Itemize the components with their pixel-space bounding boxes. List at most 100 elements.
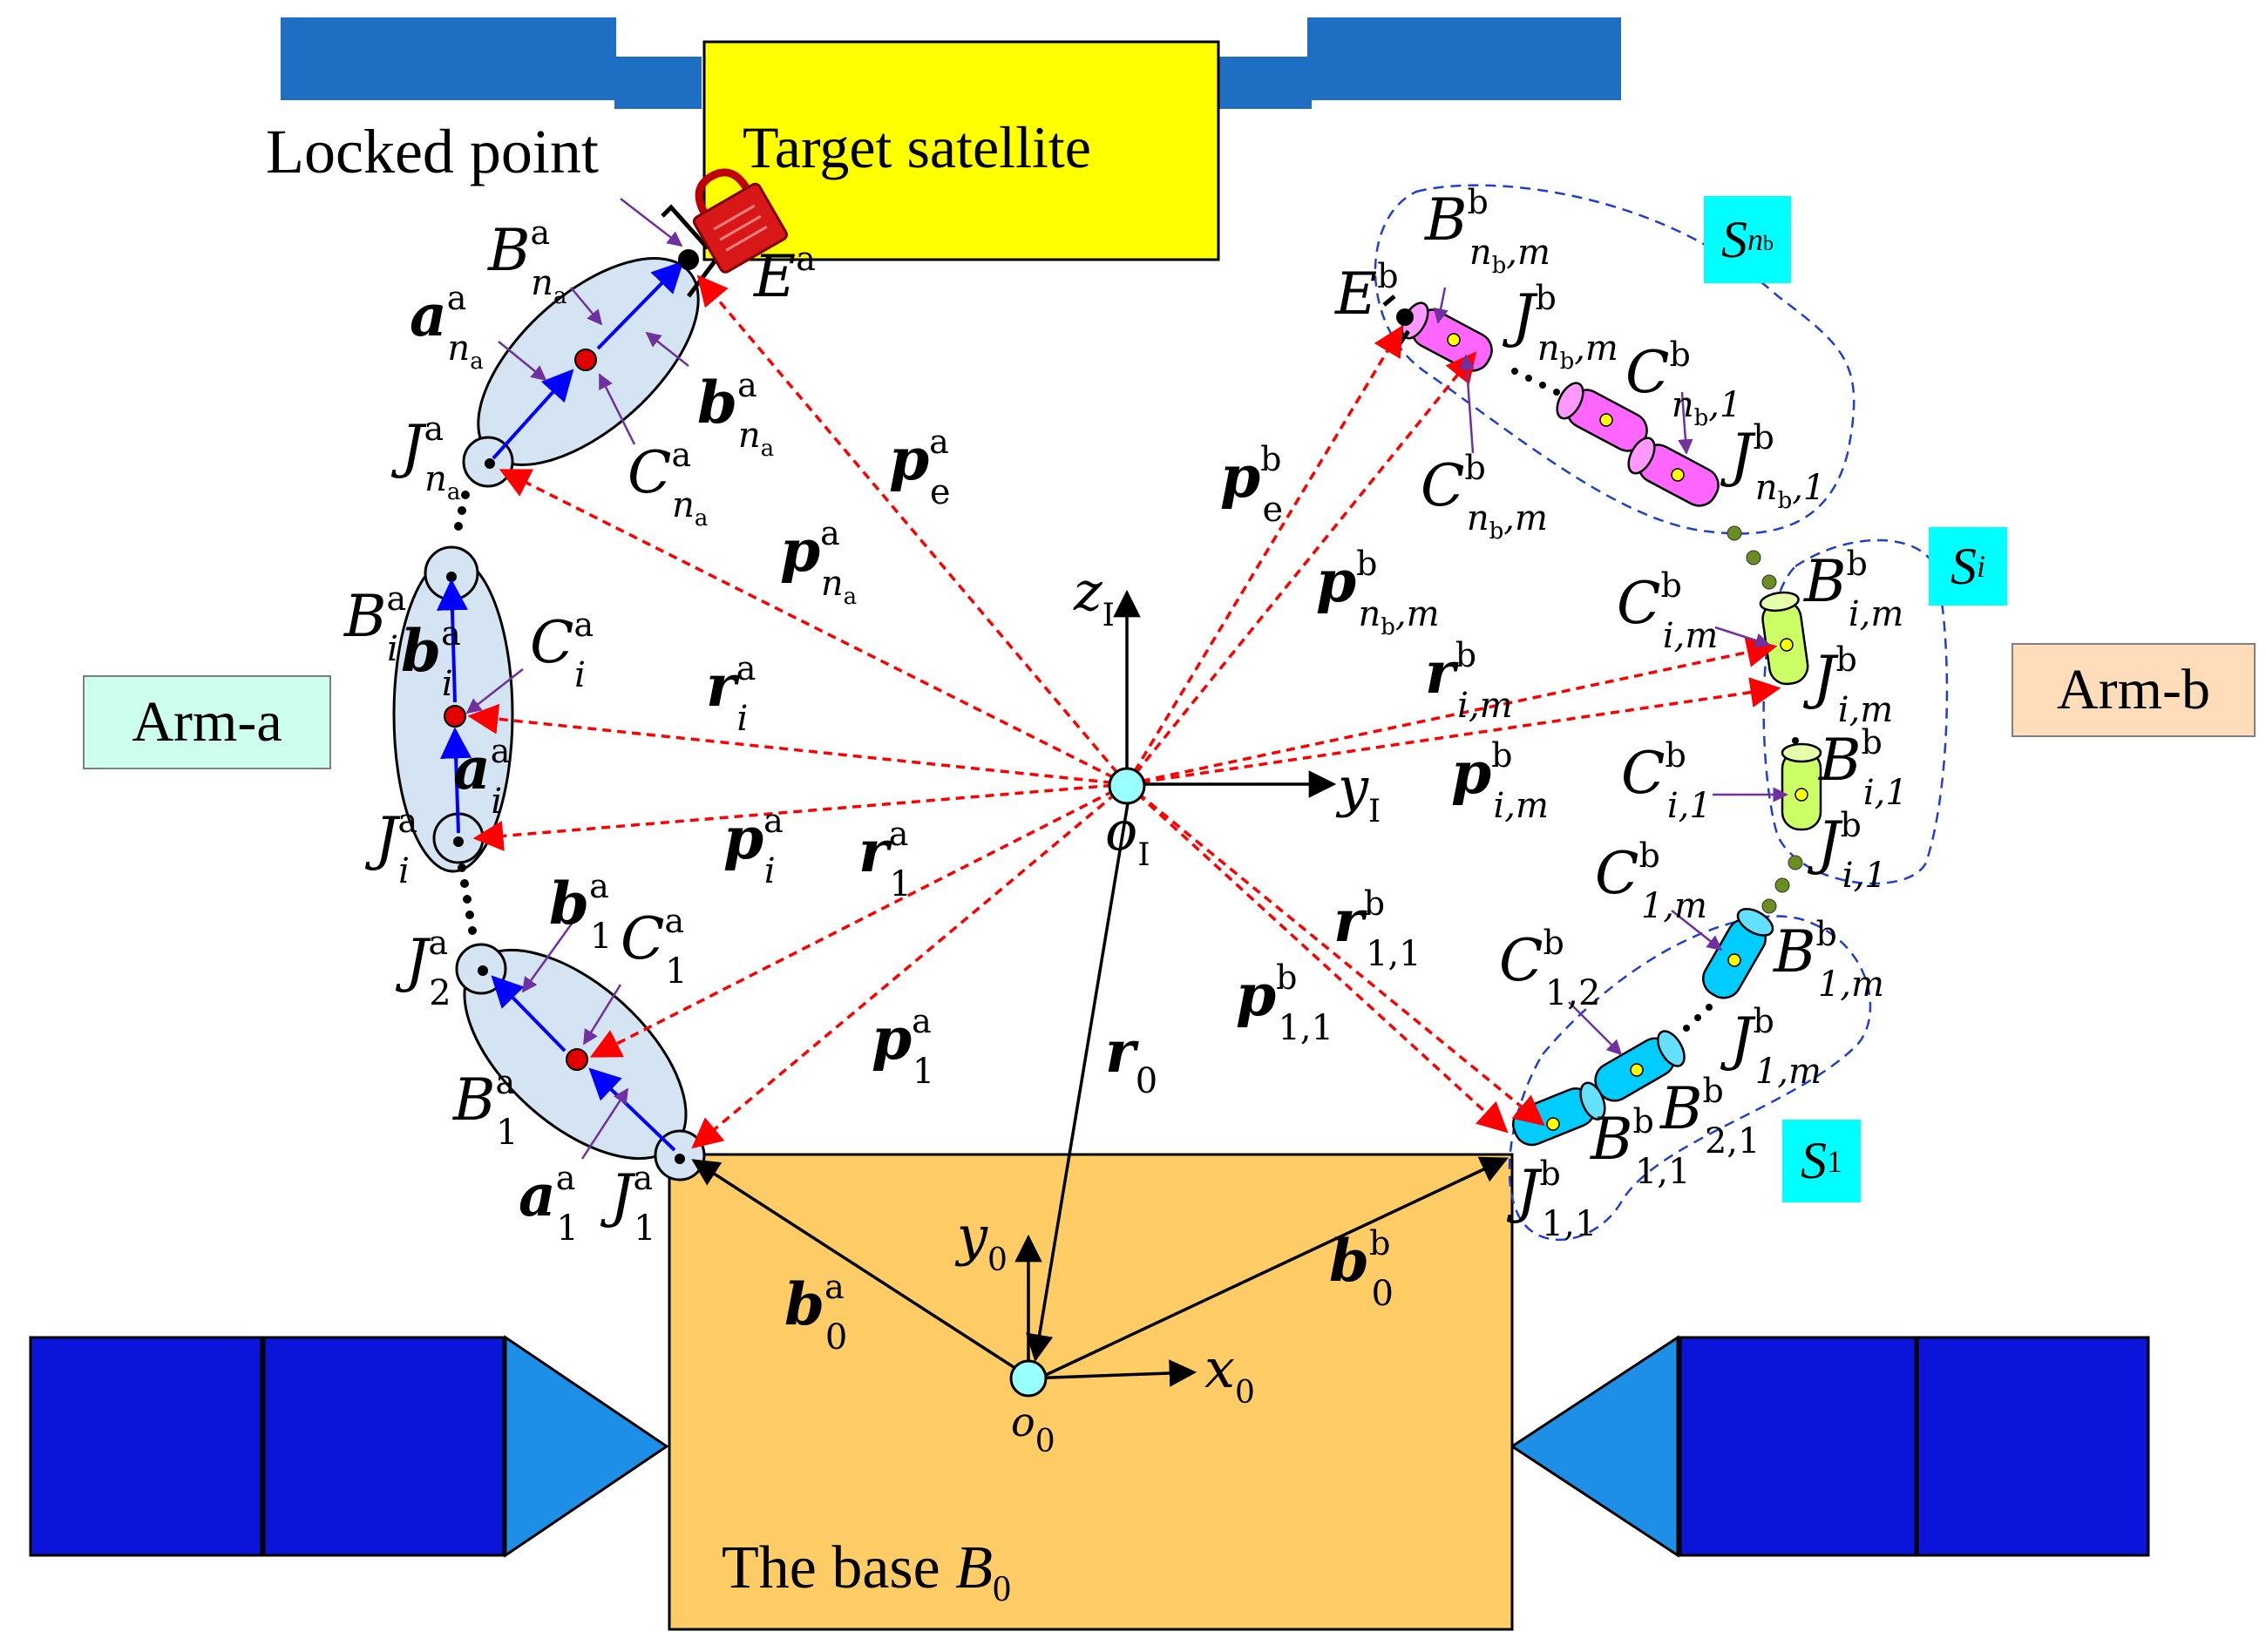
arm-a-com-n	[574, 349, 597, 371]
frame-label-base_frame-x: x0	[1204, 1337, 1255, 1411]
subsystem-badge-nb-subsub: b	[1763, 233, 1774, 255]
arm-a-end-effector-point	[678, 249, 699, 270]
subsystem-badge-1-main: S	[1801, 1132, 1827, 1189]
joint-J2a-dot	[478, 965, 488, 976]
frame-label-base_frame-y: y0	[954, 1204, 1007, 1278]
joint-top-i-dot	[446, 572, 457, 582]
arm-a-vec-aia	[440, 727, 472, 834]
locked-point-label: Locked point	[266, 117, 599, 186]
arm-a-vec-bia	[436, 579, 468, 703]
frame-label-base_frame-origin: o0	[1011, 1398, 1055, 1459]
position-vectors	[467, 274, 1781, 1149]
vec-pea	[696, 274, 1129, 786]
vec-b0b	[1045, 1156, 1509, 1377]
subsystem-badge-nb-sub: n	[1747, 222, 1763, 257]
lock-icon	[692, 168, 789, 274]
target-satellite	[281, 17, 1621, 261]
vec-pia	[472, 782, 1128, 851]
arm-a	[392, 168, 789, 1181]
vec-b0a	[691, 1159, 1029, 1378]
arm-b-chain-dots	[1727, 525, 1803, 914]
subsystem-badge-1-sub: 1	[1827, 1143, 1842, 1179]
label-r0: r0	[1105, 1018, 1157, 1101]
vec-rimb	[1126, 637, 1778, 786]
joint-Jia-dot	[453, 836, 464, 847]
target-solar-bar-right	[1307, 17, 1621, 100]
base-label-symbol-sub: 0	[992, 1569, 1011, 1609]
leader-lines	[465, 198, 1788, 1160]
left-panel-connector	[504, 1335, 669, 1558]
label-Eb: Eb	[1334, 257, 1399, 328]
arm-a-label: Arm-a	[83, 675, 331, 769]
base-label: The base B0	[722, 1534, 1011, 1610]
arm-a-vec-b1a	[491, 975, 566, 1053]
frame-label-inertial_frame-y: yI	[1335, 755, 1381, 829]
inertial-origin	[1108, 767, 1146, 805]
base-solar-panels	[29, 1335, 2150, 1558]
arm-a-vec-bna	[596, 261, 684, 350]
left-panel-1	[29, 1336, 263, 1557]
arm-a-com-i	[444, 705, 466, 728]
arm-b-end-effector-point	[1396, 308, 1414, 326]
target-solar-connector-left	[614, 57, 702, 109]
vec-ria	[467, 703, 1128, 786]
arm-b-link-i1	[1781, 742, 1822, 831]
target-satellite-body	[702, 40, 1220, 261]
base-body	[668, 1153, 1514, 1631]
vec-pnbm	[1125, 351, 1477, 786]
left-panel-2	[262, 1336, 505, 1557]
base-origin	[1009, 1359, 1048, 1398]
vec-pna	[499, 469, 1128, 786]
arm-a-com-1	[566, 1048, 588, 1071]
arm-b-label: Arm-b	[2012, 643, 2256, 737]
base-label-symbol: B	[955, 1534, 993, 1601]
frame-label-inertial_frame-origin: oI	[1105, 799, 1150, 873]
target-satellite-label: Target satellite	[743, 114, 1091, 180]
subsystem-outline-i	[1762, 538, 1949, 885]
arm-b-link-im	[1759, 591, 1809, 686]
base-label-text: The base	[722, 1534, 940, 1601]
axis-x0	[1028, 1359, 1197, 1387]
right-panel-2	[1916, 1336, 2150, 1557]
vec-p11b	[1125, 782, 1509, 1134]
arm-b-link-11	[1511, 1081, 1606, 1147]
target-solar-bar-left	[281, 17, 616, 100]
